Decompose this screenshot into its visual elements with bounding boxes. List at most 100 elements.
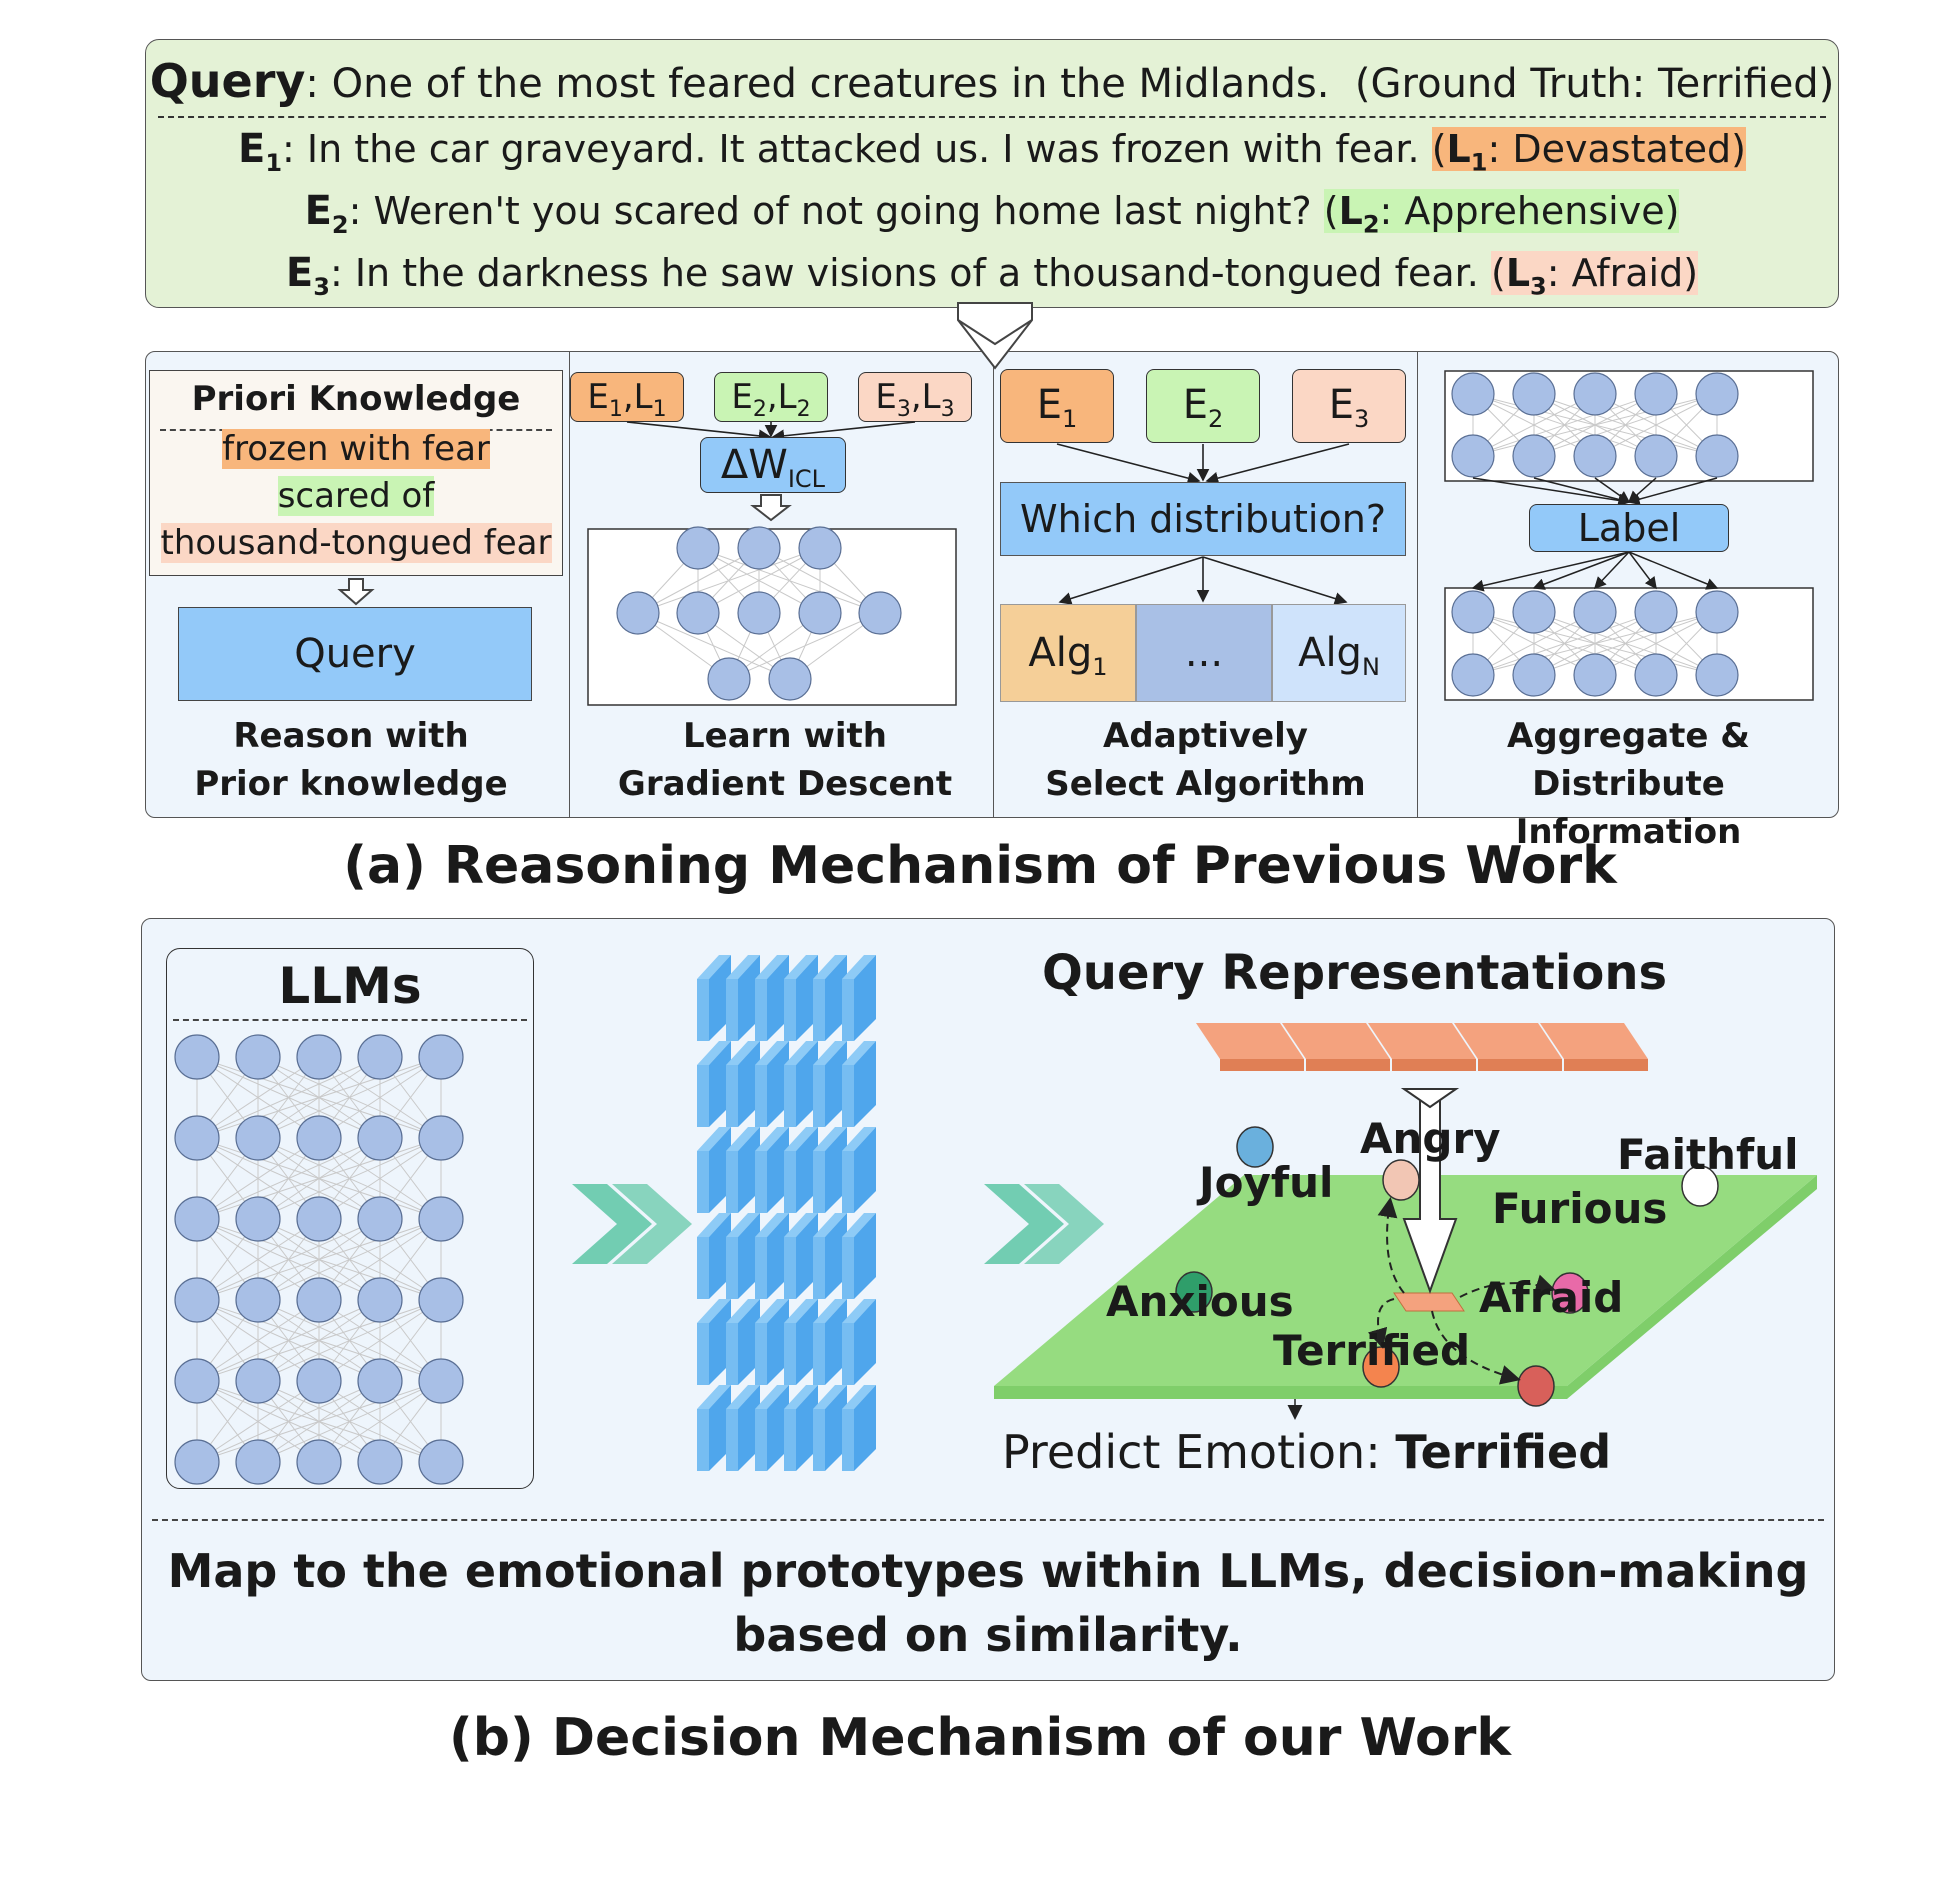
- slab: [726, 1385, 760, 1471]
- caption-aggregate: Aggregate & Distribute Information: [1412, 712, 1845, 856]
- alg-1-sub: 1: [1092, 653, 1108, 681]
- tag-2-text: : Apprehensive): [1379, 189, 1680, 233]
- aggregate-arrow: [1594, 477, 1631, 503]
- title-a: (a) Reasoning Mechanism of Previous Work: [343, 836, 1617, 896]
- pair-3-e: E: [875, 377, 897, 417]
- neuron: [676, 526, 720, 570]
- example-2-text: : Weren't you scared of not going home l…: [348, 189, 1312, 233]
- neuron: [707, 657, 751, 701]
- slab: [726, 1299, 760, 1385]
- neuron: [1512, 372, 1556, 416]
- slab: [755, 955, 789, 1041]
- ad-e1-sub: 1: [1062, 405, 1078, 433]
- aggregate-arrow: [1628, 551, 1719, 590]
- aggregate-arrow: [1533, 477, 1631, 506]
- double-chevron-icon-2: [984, 1184, 1104, 1264]
- slab: [784, 1127, 818, 1213]
- ad-e1: E: [1036, 382, 1062, 428]
- query-representation-blocks: [1196, 1023, 1648, 1071]
- alg-n: Alg: [1298, 630, 1362, 676]
- query-line: Query: One of the most feared creatures …: [146, 54, 1838, 108]
- slab: [726, 1213, 760, 1299]
- slab: [842, 1385, 876, 1471]
- slab: [755, 1127, 789, 1213]
- tag-1-text: : Devastated): [1487, 127, 1746, 171]
- neuron: [235, 1034, 281, 1080]
- hollow-arrow-gradient-icon: [750, 494, 792, 522]
- label-anxious: Anxious: [1106, 1277, 1294, 1326]
- neuron: [357, 1439, 403, 1485]
- neuron: [174, 1439, 220, 1485]
- neuron: [1573, 434, 1617, 478]
- neuron: [174, 1034, 220, 1080]
- aggregate-arrow: [1472, 477, 1631, 507]
- neuron: [235, 1196, 281, 1242]
- phrase-scared: scared of: [277, 476, 435, 516]
- example-2-label: E: [304, 188, 332, 234]
- neuron: [418, 1196, 464, 1242]
- slab: [842, 1127, 876, 1213]
- qr-block: [1368, 1023, 1476, 1071]
- slab: [784, 1385, 818, 1471]
- example-3-label: E: [285, 250, 314, 296]
- slab: [726, 1127, 760, 1213]
- panel-a: Priori Knowledge frozen with fear scared…: [145, 351, 1839, 852]
- neuron: [1451, 590, 1495, 634]
- neuron: [357, 1277, 403, 1323]
- slab: [813, 1213, 847, 1299]
- pair-3-l: L: [921, 377, 941, 417]
- neuron: [1573, 653, 1617, 697]
- neuron: [235, 1439, 281, 1485]
- llm-box: LLMs: [166, 948, 534, 1489]
- label-afraid: Afraid: [1479, 1273, 1623, 1322]
- arrow-to-angry: [1377, 1197, 1405, 1294]
- neuron: [798, 591, 842, 635]
- slab: [697, 1299, 731, 1385]
- neuron: [174, 1196, 220, 1242]
- caption-adaptive-line-1: Adaptively: [1103, 716, 1308, 756]
- slab: [697, 1041, 731, 1127]
- caption-priori-line-1: Reason with: [233, 716, 469, 756]
- label-angry: Angry: [1360, 1114, 1501, 1163]
- caption-gradient-line-1: Learn with: [683, 716, 887, 756]
- slab: [813, 1041, 847, 1127]
- aggregate-arrow: [1628, 551, 1657, 590]
- tag-2-label: L: [1338, 189, 1363, 233]
- slab: [842, 1213, 876, 1299]
- neuron: [1695, 590, 1739, 634]
- panel-b-summary: Map to the emotional prototypes within L…: [142, 1539, 1834, 1667]
- adaptive-section: E1 E2 E3 Which distribution? Alg1 ... Al…: [994, 352, 1417, 819]
- example-1-tag: (L1: Devastated): [1431, 127, 1746, 177]
- example-1-text: : In the car graveyard. It attacked us. …: [282, 127, 1420, 171]
- tag-2-sub: 2: [1362, 210, 1380, 239]
- llm-title: LLMs: [278, 957, 422, 1015]
- neuron: [1512, 590, 1556, 634]
- pair-2-l: L: [777, 377, 797, 417]
- arrow-cap-icon: [1400, 1088, 1460, 1109]
- neuron: [858, 591, 902, 635]
- example-3-tag: (L3: Afraid): [1490, 251, 1699, 301]
- neuron: [1695, 372, 1739, 416]
- slab: [813, 1127, 847, 1213]
- slab: [726, 1041, 760, 1127]
- slab: [726, 955, 760, 1041]
- example-1-label: E: [238, 126, 266, 172]
- qr-block: [1540, 1023, 1648, 1071]
- query-text: : One of the most feared creatures in th…: [305, 61, 1330, 107]
- joyful-dot: [1236, 1126, 1274, 1168]
- neuron: [1634, 653, 1678, 697]
- example-1-sub: 1: [265, 149, 283, 177]
- slab: [842, 955, 876, 1041]
- neuron: [1634, 372, 1678, 416]
- qr-block: [1454, 1023, 1562, 1071]
- qr-block: [1196, 1023, 1304, 1071]
- neuron: [174, 1358, 220, 1404]
- delta-w-icl-box: ΔWICL: [700, 437, 846, 493]
- pair-3-esub: 3: [896, 396, 911, 422]
- label-terrified: Terrified: [1273, 1326, 1470, 1375]
- neuron: [798, 526, 842, 570]
- slab: [697, 1127, 731, 1213]
- hollow-down-arrow-icon: [337, 578, 375, 606]
- arrow-to-terrified: [1367, 1298, 1395, 1349]
- caption-priori-line-2: Prior knowledge: [194, 764, 508, 804]
